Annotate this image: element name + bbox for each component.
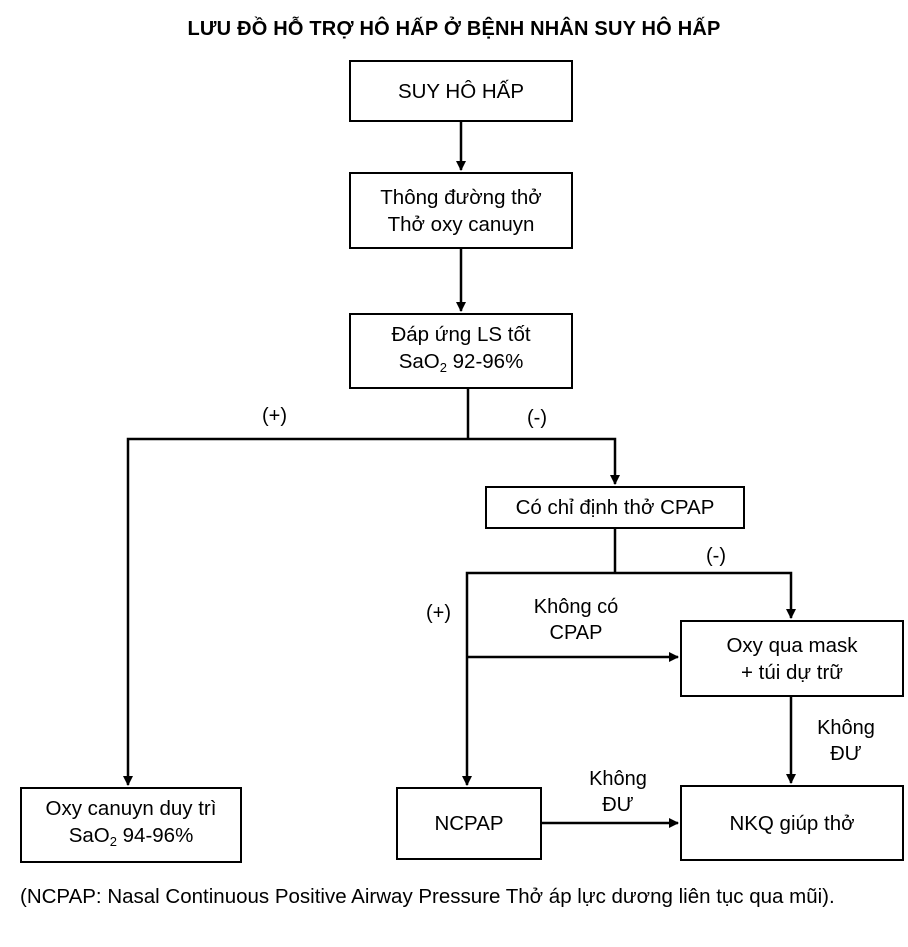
arrow-negative-to-cpap [468, 437, 620, 485]
node-dap-ung: Đáp ứng LS tốt SaO2 92-96% [349, 313, 573, 389]
sao2-range-text: SaO2 92-96% [398, 350, 524, 375]
edge-label-khong-du-ncpap: Không ĐƯ [589, 768, 647, 816]
edge-label-khong-du-mask: Không ĐƯ [817, 717, 875, 765]
node-oxy-mask: Oxy qua mask + túi dự trữ [680, 620, 904, 697]
sao2-target-text: SaO2 94-96% [68, 824, 194, 849]
node-thong-duong-tho: Thông đường thở Thở oxy canuyn [349, 172, 573, 249]
edge-label-cpap-positive: (+) [426, 602, 451, 624]
edge-label-khong-co-cpap: Không có CPAP [533, 596, 619, 644]
node-oxy-canuyn-duy-tri: Oxy canuyn duy trì SaO2 94-96% [20, 787, 242, 863]
arrow-cpap-negative-to-mask [615, 571, 796, 619]
diagram-title: LƯU ĐỒ HỖ TRỢ HÔ HẤP Ở BỆNH NHÂN SUY HÔ … [187, 18, 721, 40]
edge-label-positive: (+) [262, 405, 287, 427]
node-ncpap: NCPAP [396, 787, 542, 860]
footnote: (NCPAP: Nasal Continuous Positive Airway… [20, 885, 835, 908]
node-cpap-indication: Có chỉ định thở CPAP [485, 486, 745, 529]
edge-label-negative: (-) [527, 407, 547, 429]
edge-label-cpap-negative: (-) [706, 545, 726, 567]
arrow-cpap-positive-to-ncpap [462, 571, 615, 786]
arrow-positive-to-oxy-canuyn [123, 437, 468, 786]
node-suy-ho-hap: SUY HÔ HẤP [349, 60, 573, 122]
node-nkq-giup-tho: NKQ giúp thở [680, 785, 904, 861]
